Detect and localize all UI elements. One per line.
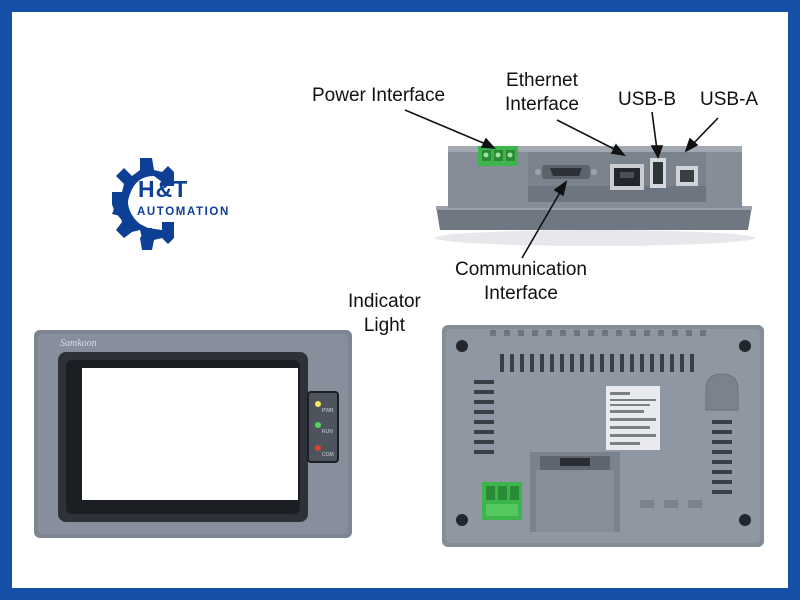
indicator-pwr bbox=[315, 401, 321, 407]
logo-wordmark: H&T bbox=[138, 176, 189, 202]
indicator-com bbox=[315, 445, 321, 451]
rear-vents-right bbox=[712, 420, 732, 494]
indicator-panel bbox=[307, 391, 339, 463]
rear-vents-top bbox=[500, 354, 694, 372]
ethernet-interface-label: Ethernet Interface bbox=[505, 70, 579, 115]
rear-vents-left bbox=[474, 380, 494, 454]
hmi-side-view bbox=[435, 146, 755, 246]
logo-subtitle: AUTOMATION bbox=[137, 206, 230, 218]
power-interface-label: Power Interface bbox=[312, 85, 446, 106]
communication-interface-label: Communication Interface bbox=[455, 259, 587, 304]
front-screen bbox=[82, 368, 298, 500]
indicator-pwr-label: PWR bbox=[322, 408, 334, 414]
indicator-com-label: COM bbox=[322, 452, 334, 458]
hmi-front-view bbox=[34, 330, 352, 538]
hmi-rear-view bbox=[442, 325, 764, 547]
indicator-run-label: RUN bbox=[322, 429, 333, 435]
usb-b-label: USB-B bbox=[618, 89, 677, 110]
device-brand-text: Samkoon bbox=[60, 338, 97, 349]
indicator-run bbox=[315, 422, 321, 428]
usb-a-label: USB-A bbox=[700, 89, 759, 110]
h-t-automation-gear-icon bbox=[112, 158, 174, 250]
indicator-light-label: Indicator Light bbox=[348, 291, 421, 336]
